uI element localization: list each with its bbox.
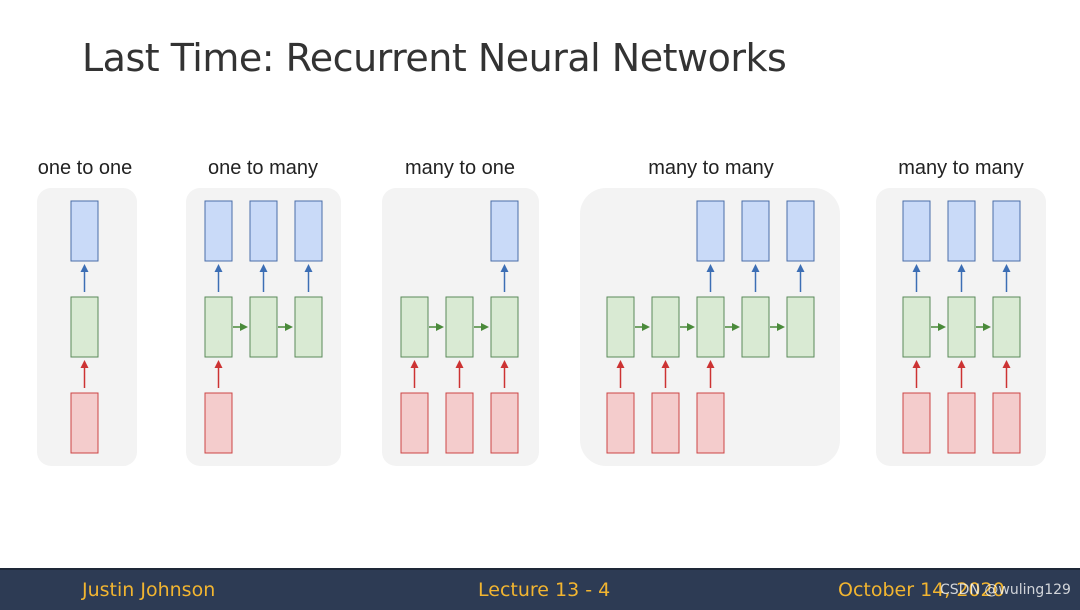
hidden-box: [992, 296, 1021, 358]
hidden-box: [902, 296, 931, 358]
output-box: [249, 200, 278, 262]
output-box: [992, 200, 1021, 262]
footer-lecture: Lecture 13 - 4: [478, 579, 611, 601]
hidden-box: [651, 296, 680, 358]
rnn-many-to-one: [400, 200, 519, 454]
hidden-box: [70, 296, 99, 358]
input-box: [651, 392, 680, 454]
input-box: [70, 392, 99, 454]
rnn-one-to-many: [204, 200, 323, 454]
hidden-box: [400, 296, 429, 358]
output-box: [786, 200, 815, 262]
panel-label-one-to-many: one to many: [208, 157, 318, 179]
input-box: [947, 392, 976, 454]
input-box: [204, 392, 233, 454]
hidden-box: [606, 296, 635, 358]
output-box: [696, 200, 725, 262]
slide-footer: Justin Johnson Lecture 13 - 4 October 14…: [0, 568, 1080, 610]
hidden-box: [294, 296, 323, 358]
hidden-box: [947, 296, 976, 358]
input-box: [606, 392, 635, 454]
output-box: [70, 200, 99, 262]
footer-author: Justin Johnson: [82, 579, 216, 601]
rnn-diagram: one to one one to many many to one many …: [37, 157, 1046, 466]
hidden-box: [445, 296, 474, 358]
hidden-box: [786, 296, 815, 358]
input-box: [696, 392, 725, 454]
output-box: [204, 200, 233, 262]
hidden-box: [490, 296, 519, 358]
input-box: [902, 392, 931, 454]
input-box: [445, 392, 474, 454]
output-box: [947, 200, 976, 262]
footer-date: October 14, 2020: [838, 579, 1005, 601]
rnn-one-to-one: [70, 200, 99, 454]
slide-title: Last Time: Recurrent Neural Networks: [82, 36, 787, 80]
panel-label-many-to-many-1: many to many: [648, 157, 774, 179]
panel-label-many-to-one: many to one: [405, 157, 515, 179]
output-box: [490, 200, 519, 262]
rnn-many-to-many-delayed: [606, 200, 815, 454]
input-box: [992, 392, 1021, 454]
watermark: CSDN @wuling129: [940, 582, 1071, 598]
input-box: [490, 392, 519, 454]
output-box: [294, 200, 323, 262]
rnn-many-to-many-synced: [902, 200, 1021, 454]
hidden-box: [249, 296, 278, 358]
input-box: [400, 392, 429, 454]
panel-label-many-to-many-2: many to many: [898, 157, 1024, 179]
output-box: [902, 200, 931, 262]
hidden-box: [204, 296, 233, 358]
hidden-box: [696, 296, 725, 358]
output-box: [741, 200, 770, 262]
hidden-box: [741, 296, 770, 358]
panel-label-one-to-one: one to one: [38, 157, 133, 179]
